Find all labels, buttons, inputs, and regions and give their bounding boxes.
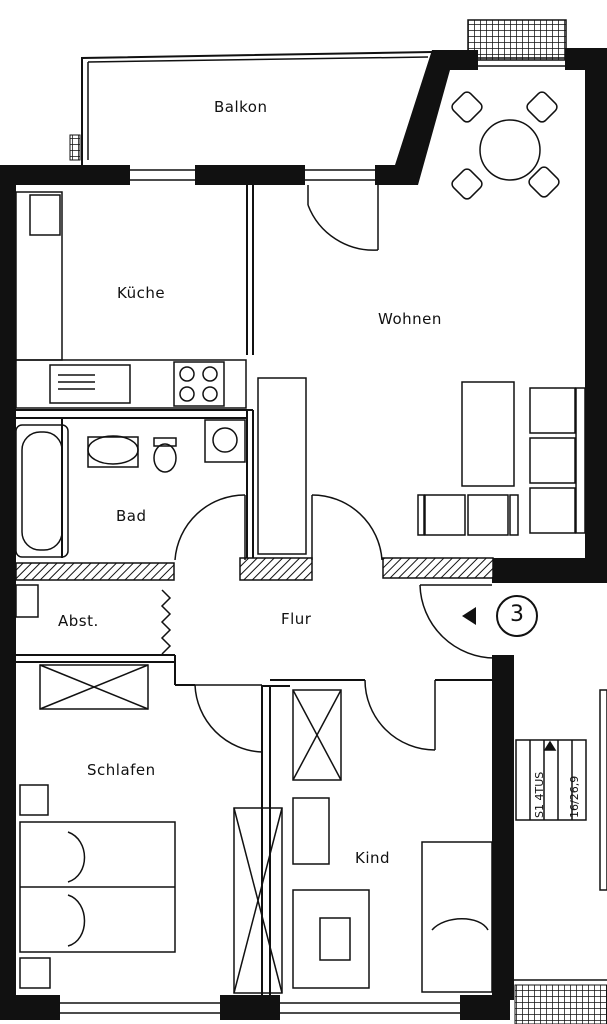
sideboard-flur [257,377,307,555]
windows-top [130,57,565,181]
stairs-label-dimensions: 16/26,9 [568,775,581,818]
entrance-number: 3 [510,602,524,627]
room-label-flur: Flur [281,610,312,628]
balcony [69,51,433,165]
dining-set [451,91,560,200]
entrance-arrow-icon [462,607,476,625]
kind-furniture [292,689,493,993]
hatched-wall-bad [15,562,175,581]
sliding-door-abst [160,589,172,655]
room-label-balkon: Balkon [214,98,268,116]
hatched-wall-flur-center [239,557,313,581]
hatched-wall-wohnen [382,557,494,579]
room-label-wohnen: Wohnen [378,310,442,328]
room-label-abst: Abst. [58,612,99,630]
schlafen-furniture [19,664,283,994]
room-label-kind: Kind [355,849,391,867]
sofa-set [417,381,586,536]
interior-walls [16,185,492,995]
outer-walls [0,48,607,1020]
room-label-bad: Bad [116,507,147,525]
stairs-label-steps: S1 4TUS [533,771,546,818]
railing-bottom-right [514,984,607,1024]
abst-shelf [15,584,39,618]
bathroom-fixtures [15,419,246,558]
room-label-kueche: Küche [117,284,166,302]
doors [174,185,496,753]
entrance-number-circle [496,595,538,637]
windows-bottom [60,979,607,1014]
railing-top-right [467,19,567,61]
room-label-schlafen: Schlafen [87,761,156,779]
kitchen-furniture [15,191,247,409]
stairs [515,689,607,891]
